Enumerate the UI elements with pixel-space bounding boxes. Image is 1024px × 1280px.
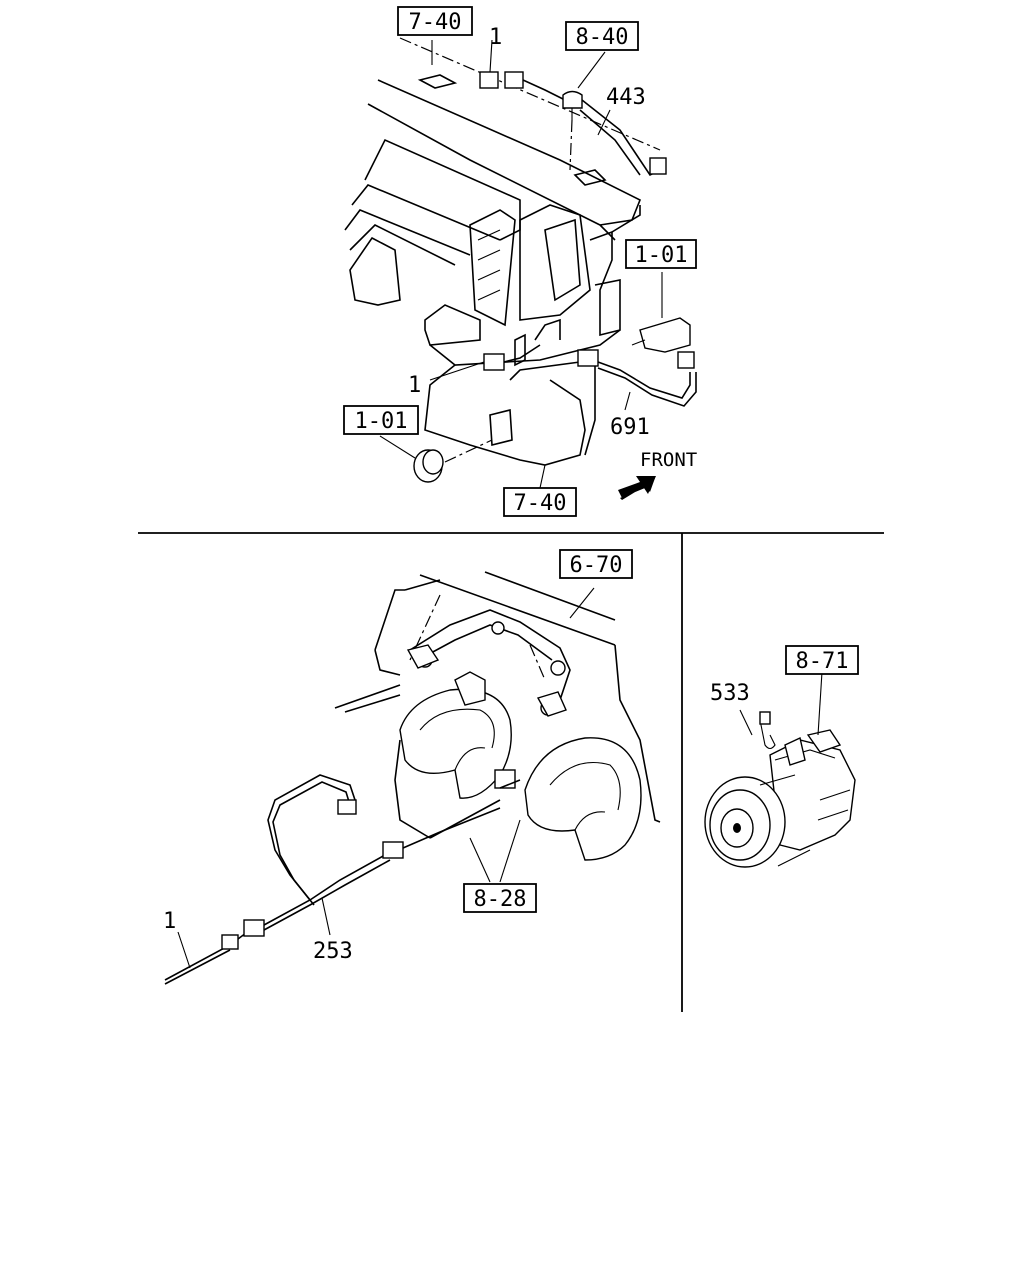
ref-8-28-label: 8-28: [474, 887, 527, 912]
ref-8-40-label: 8-40: [576, 25, 629, 50]
dashboard-illustration: [344, 37, 661, 466]
ref-6-70-label: 6-70: [570, 553, 623, 578]
ref-box-8-71: 8-71: [785, 645, 859, 675]
part-1-bottom-label: 1: [163, 909, 176, 934]
ref-box-1-01-left: 1-01: [343, 405, 419, 435]
part-533-label: 533: [710, 681, 750, 706]
front-label: FRONT: [640, 449, 697, 471]
ref-box-1-01-right: 1-01: [625, 239, 697, 269]
ref-7-40-top-label: 7-40: [409, 10, 462, 35]
ref-box-7-40-top: 7-40: [397, 6, 473, 36]
wiring-top: [379, 39, 697, 489]
ref-box-7-40-bottom: 7-40: [503, 487, 577, 517]
ref-box-8-40: 8-40: [565, 21, 639, 51]
front-direction-arrow: [618, 476, 656, 500]
part-1-mid-label: 1: [408, 373, 421, 398]
ref-box-6-70: 6-70: [559, 549, 633, 579]
ref-1-01-left-label: 1-01: [355, 409, 408, 434]
compressor-illustration: [704, 671, 856, 868]
part-1-top-label: 1: [489, 25, 502, 50]
part-691-label: 691: [610, 415, 650, 440]
horn-assembly-illustration: [164, 571, 661, 985]
ref-1-01-right-label: 1-01: [635, 243, 688, 268]
part-253-label: 253: [313, 939, 353, 964]
ref-box-8-28: 8-28: [463, 883, 537, 913]
ref-8-71-label: 8-71: [796, 649, 849, 674]
ref-7-40-bottom-label: 7-40: [514, 491, 567, 516]
part-443-label: 443: [606, 85, 646, 110]
